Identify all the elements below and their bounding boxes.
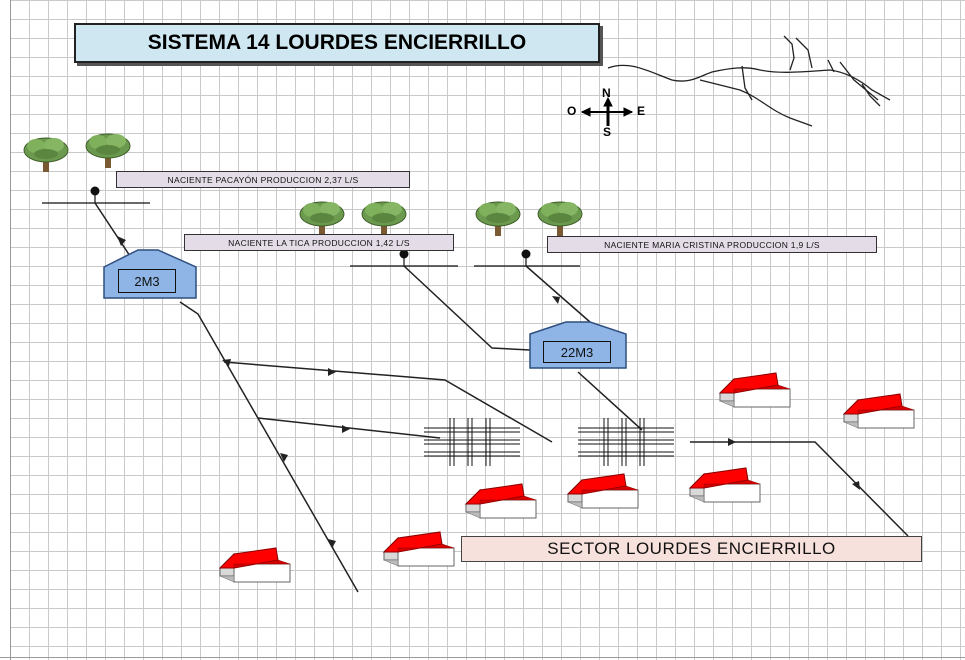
house-icon [843, 393, 915, 429]
sector-label: SECTOR LOURDES ENCIERRILLO [461, 536, 922, 562]
source-label-la-tica: NACIENTE LA TICA PRODUCCION 1,42 L/S [184, 234, 454, 251]
house-icon [219, 547, 291, 583]
compass-south-label: S [603, 125, 612, 139]
pipe-maria-cristina-to-tank [525, 265, 591, 323]
tree-icon [537, 201, 583, 237]
tree-icon [475, 201, 521, 237]
tree-icon [361, 201, 407, 237]
pipe-tank-to-grid [577, 371, 643, 431]
tree-icon [85, 133, 131, 169]
compass-east-label: E [637, 104, 646, 118]
pipe-branch-lower [257, 417, 441, 439]
tank-capacity-label: 2M3 [118, 269, 176, 293]
source-intake-la-tica [350, 249, 458, 267]
compass-north-label: N [602, 86, 611, 100]
street-grid-icon [423, 417, 521, 467]
house-icon [383, 531, 455, 567]
house-icon [689, 467, 761, 503]
tank-capacity-label: 22M3 [543, 341, 611, 363]
pipe-network [94, 202, 909, 593]
compass-icon [580, 96, 634, 126]
compass-west-label: O [567, 104, 577, 118]
diagram-title: SISTEMA 14 LOURDES ENCIERRILLO [74, 23, 600, 63]
pipe-branch-upper [223, 361, 553, 443]
source-label-maria-cristina: NACIENTE MARIA CRISTINA PRODUCCION 1,9 L… [547, 236, 877, 253]
source-label-pacayon: NACIENTE PACAYÓN PRODUCCION 2,37 L/S [116, 171, 410, 188]
house-icon [465, 483, 537, 519]
tree-icon [299, 201, 345, 237]
location-map-icon [607, 35, 891, 127]
pipe-main-south [179, 301, 359, 593]
house-icon [567, 473, 639, 509]
frame-bottom-border [0, 657, 965, 658]
flow-arrows [117, 236, 860, 548]
source-intake-pacayon [42, 186, 150, 204]
pipe-pacayon-to-tank [94, 202, 131, 257]
frame-left-border [10, 0, 11, 660]
street-grid-icon [577, 417, 675, 467]
pipe-la-tica-to-tank [403, 265, 531, 351]
tree-icon [23, 137, 69, 173]
house-icon [719, 372, 791, 408]
